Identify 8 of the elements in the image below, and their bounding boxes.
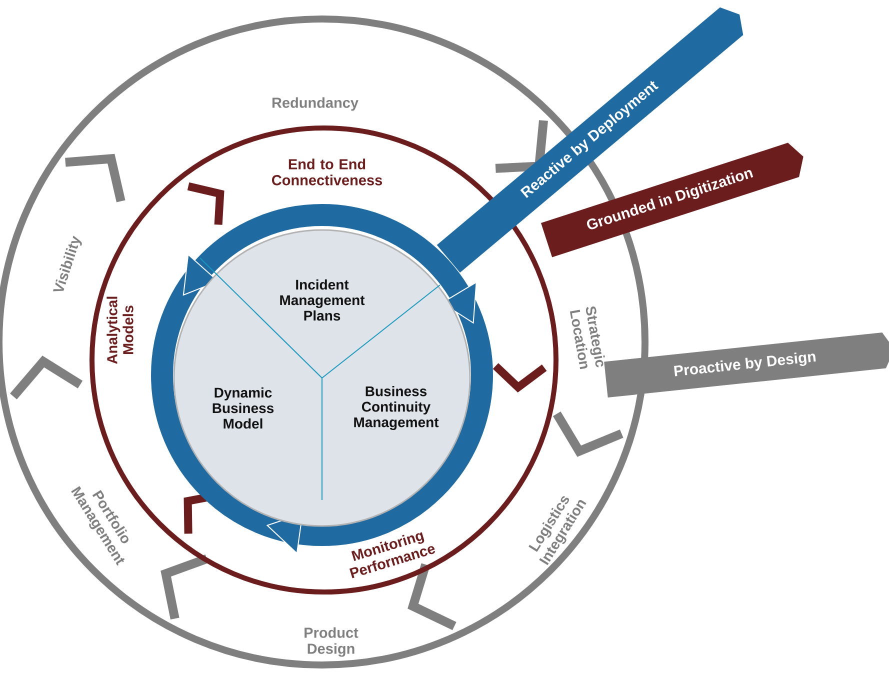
ring-label: Product Design xyxy=(304,627,358,657)
ring-label: Dynamic Business Model xyxy=(212,387,274,429)
ring-label: End to End Connectiveness xyxy=(272,158,382,186)
ring-label: Analytical Models xyxy=(106,296,134,364)
ring-label: Business Continuity Management xyxy=(354,386,439,430)
ring-label: Incident Management Plans xyxy=(280,279,365,321)
ring-label: Strategic Location xyxy=(570,306,605,370)
ring-label: Redundancy xyxy=(272,97,358,111)
